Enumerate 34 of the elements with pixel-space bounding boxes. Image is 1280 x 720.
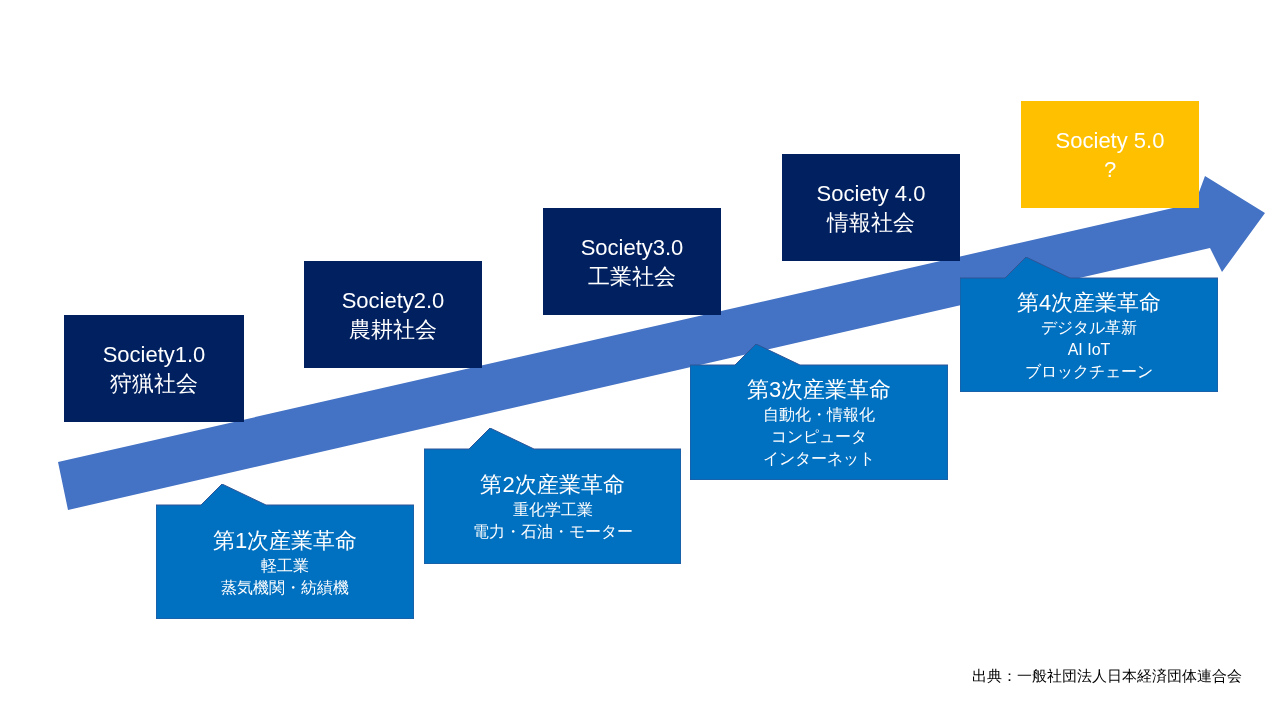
box-text: 重化学工業	[512, 500, 593, 520]
box-heading: Society3.0	[580, 233, 684, 262]
box-text: デジタル革新	[1041, 317, 1137, 338]
callout-box	[156, 484, 414, 619]
box-heading: 第1次産業革命	[212, 526, 358, 555]
box-text: AI IoT	[1067, 339, 1111, 360]
box-text: 軽工業	[261, 555, 309, 576]
callout-box	[424, 428, 681, 564]
box-text: 工業社会	[588, 262, 676, 291]
society-box	[1021, 101, 1199, 208]
box-text: ?	[1103, 155, 1117, 184]
box-text: 蒸気機関・紡績機	[221, 577, 349, 598]
box-heading: 第2次産業革命	[480, 471, 625, 499]
box-heading: 第4次産業革命	[1016, 288, 1162, 317]
box-heading: Society1.0	[102, 340, 206, 369]
society-box	[782, 154, 960, 261]
box-text: 電力・石油・モーター	[472, 522, 633, 542]
box-text: 自動化・情報化	[763, 405, 875, 425]
box-heading: Society 5.0	[1055, 126, 1165, 155]
society-box	[64, 315, 244, 422]
box-text: コンピュータ	[771, 427, 867, 447]
box-text: 狩猟社会	[110, 369, 198, 398]
box-text: インターネット	[763, 449, 875, 469]
box-text: ブロックチェーン	[1025, 361, 1153, 382]
society-box	[543, 208, 721, 315]
source-note: 出典：一般社団法人日本経済団体連合会	[972, 667, 1242, 686]
box-heading: 第3次産業革命	[746, 376, 892, 404]
callout-box	[960, 257, 1218, 392]
box-text: 農耕社会	[349, 315, 437, 344]
box-heading: Society2.0	[341, 286, 445, 315]
society-box	[304, 261, 482, 368]
callout-box	[690, 344, 948, 480]
box-text: 情報社会	[827, 208, 915, 237]
box-heading: Society 4.0	[816, 179, 926, 208]
